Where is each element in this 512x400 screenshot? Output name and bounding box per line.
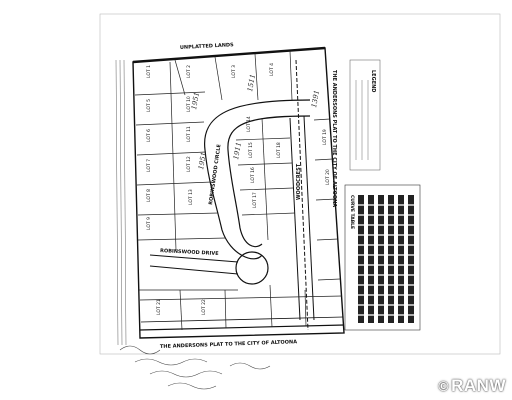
lot-label: LOT 15 bbox=[248, 142, 254, 158]
lot-lines bbox=[134, 50, 343, 331]
sheet-border bbox=[99, 13, 501, 355]
lot-label: LOT 9 bbox=[146, 217, 152, 230]
lot-label: LOT 2 bbox=[186, 65, 192, 78]
lot-label: LOT 3 bbox=[231, 65, 237, 78]
lot-label: LOT 10 bbox=[186, 96, 192, 112]
handwritten-note: 1951 bbox=[190, 91, 201, 110]
lot-label: LOT 7 bbox=[146, 159, 152, 172]
lot-label: LOT 8 bbox=[146, 189, 152, 202]
watermark-text: RANW bbox=[451, 376, 506, 395]
lot-label: LOT 13 bbox=[188, 189, 194, 205]
road-label-top: UNPLATTED LANDS bbox=[180, 42, 234, 51]
handwritten-note: 1951 bbox=[197, 151, 208, 170]
handwritten-note: 1391 bbox=[310, 89, 321, 108]
lot-label: LOT 1 bbox=[146, 65, 152, 78]
lot-label: LOT 11 bbox=[186, 126, 192, 142]
road-label-right: THE ANDERSONS PLAT TO THE CITY OF ALTOON… bbox=[331, 70, 337, 207]
ranw-watermark: ©RANW bbox=[438, 376, 506, 396]
legend-box: LEGEND bbox=[349, 59, 381, 171]
lot-label: LOT 14 bbox=[246, 116, 252, 132]
lot-label: LOT 19 bbox=[322, 129, 328, 145]
lot-label: LOT 4 bbox=[269, 63, 275, 76]
lot-label: LOT 20 bbox=[325, 169, 331, 185]
street-label-left: ROBINSWOOD CIRCLE bbox=[208, 143, 223, 205]
road-label-bottom: THE ANDERSONS PLAT TO THE CITY OF ALTOON… bbox=[160, 339, 297, 350]
curve-table-title: CURVE TABLE bbox=[349, 195, 355, 229]
lot-label: LOT 6 bbox=[146, 129, 152, 142]
street-label-woodcrest: WOODCREST bbox=[296, 163, 302, 200]
curved-street bbox=[204, 99, 311, 260]
copyright-icon: © bbox=[438, 378, 450, 394]
handwritten-scribbles bbox=[119, 345, 271, 390]
lot-label: LOT 17 bbox=[252, 192, 258, 208]
curve-table-rows bbox=[358, 195, 414, 323]
lot-label: LOT 12 bbox=[186, 156, 192, 172]
lot-label: LOT 22 bbox=[201, 299, 207, 315]
curve-table: CURVE TABLE bbox=[344, 184, 421, 331]
street-label-robinswood: ROBINSWOOD DRIVE bbox=[160, 248, 219, 257]
legend-title: LEGEND bbox=[370, 70, 376, 92]
lot-label: LOT 18 bbox=[276, 142, 282, 158]
lot-label: LOT 21 bbox=[156, 299, 162, 315]
lot-label: LOT 5 bbox=[146, 99, 152, 112]
cul-de-sac bbox=[235, 251, 269, 285]
handwritten-note: 1511 bbox=[246, 73, 257, 92]
handwritten-note: 1911 bbox=[232, 141, 243, 160]
lot-label: LOT 16 bbox=[250, 167, 256, 183]
